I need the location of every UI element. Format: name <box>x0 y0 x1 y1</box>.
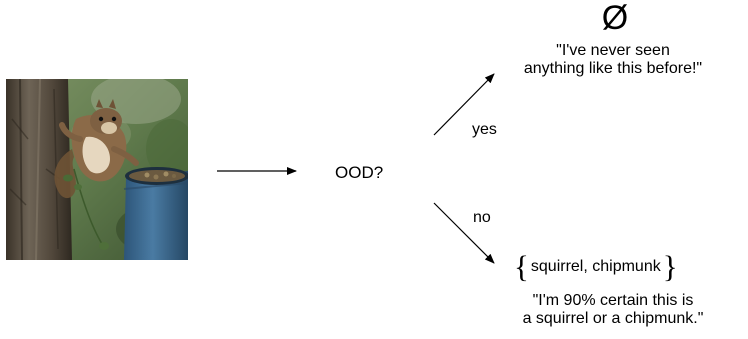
set-open-brace: { <box>514 249 529 284</box>
squirrel-photo <box>6 79 188 260</box>
prediction-set-items: squirrel, chipmunk <box>530 258 661 275</box>
squirrel-photo-illustration <box>6 79 188 260</box>
id-quote-line-1: "I'm 90% certain this is <box>532 292 694 309</box>
empty-set-symbol: Ø <box>601 0 629 37</box>
prediction-set: { squirrel, chipmunk } <box>514 249 678 284</box>
no-arrow <box>433 202 495 264</box>
no-branch-label: no <box>473 209 491 226</box>
yes-arrow <box>433 73 495 136</box>
ood-quote-line-1: "I've never seen <box>556 42 670 59</box>
id-quote-line-2: a squirrel or a chipmunk." <box>522 310 704 327</box>
id-quote: "I'm 90% certain this is a squirrel or a… <box>478 292 748 328</box>
ood-quote: "I've never seen anything like this befo… <box>478 42 748 78</box>
ood-quote-line-2: anything like this before!" <box>523 60 703 77</box>
yes-branch-label: yes <box>472 121 497 138</box>
set-close-brace: } <box>662 249 678 284</box>
ood-decision-label: OOD? <box>335 163 384 182</box>
